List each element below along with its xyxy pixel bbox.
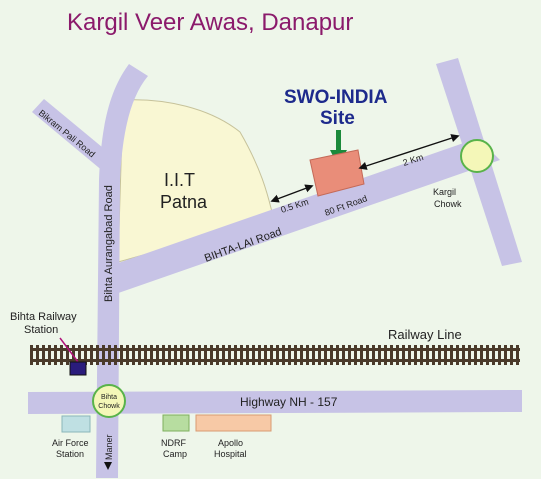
bihta-station-label-line1: Bihta Railway xyxy=(10,311,77,323)
ndrf-label-line2: Camp xyxy=(163,449,187,459)
ndrf-label-line1: NDRF xyxy=(161,438,186,448)
map-title: Kargil Veer Awas, Danapur xyxy=(67,9,353,36)
kargil-chowk-marker xyxy=(460,139,494,173)
railway-line xyxy=(30,345,520,365)
maner-arrow-icon xyxy=(104,462,112,470)
bihta-aurangabad-road-label: Bihta Aurangabad Road xyxy=(103,185,115,302)
station-pointer-icon xyxy=(59,337,79,363)
kargil-chowk-label-line2: Chowk xyxy=(434,199,462,209)
air-force-station-marker xyxy=(61,415,91,433)
air-force-label-line2: Station xyxy=(56,449,84,459)
distance-arrow-0-5km-icon xyxy=(270,184,314,203)
air-force-label-line1: Air Force xyxy=(52,438,89,448)
bikram-pali-road xyxy=(32,99,108,172)
bihta-aurangabad-road xyxy=(96,64,148,478)
apollo-label-line2: Hospital xyxy=(214,449,247,459)
highway-label: Highway NH - 157 xyxy=(240,395,338,409)
maner-label: Maner xyxy=(104,434,114,460)
bihta-lai-road xyxy=(104,138,500,298)
apollo-hospital-marker xyxy=(195,414,272,432)
bihta-station-marker xyxy=(69,361,87,376)
bihta-chowk-marker xyxy=(92,384,126,418)
distance-arrow-2km-icon xyxy=(358,134,460,170)
iit-label-line2: Patna xyxy=(160,192,208,212)
bihta-station-label-line2: Station xyxy=(24,324,58,336)
bikram-pali-road-label: Bikram Pali Road xyxy=(37,108,97,160)
bihta-chowk-label-line2: Chowk xyxy=(98,403,120,410)
iit-label-line1: I.I.T xyxy=(164,170,195,190)
site-label-line2: Site xyxy=(320,108,355,129)
bihta-chowk-label-line1: Bihta xyxy=(101,394,117,401)
apollo-label-line1: Apollo xyxy=(218,438,243,448)
site-label-line1: SWO-INDIA xyxy=(284,87,388,108)
highway-nh157 xyxy=(28,390,522,414)
railway-label: Railway Line xyxy=(388,327,462,342)
ndrf-camp-marker xyxy=(162,414,190,432)
kargil-chowk-label-line1: Kargil xyxy=(433,187,456,197)
swo-site-block xyxy=(309,149,365,197)
